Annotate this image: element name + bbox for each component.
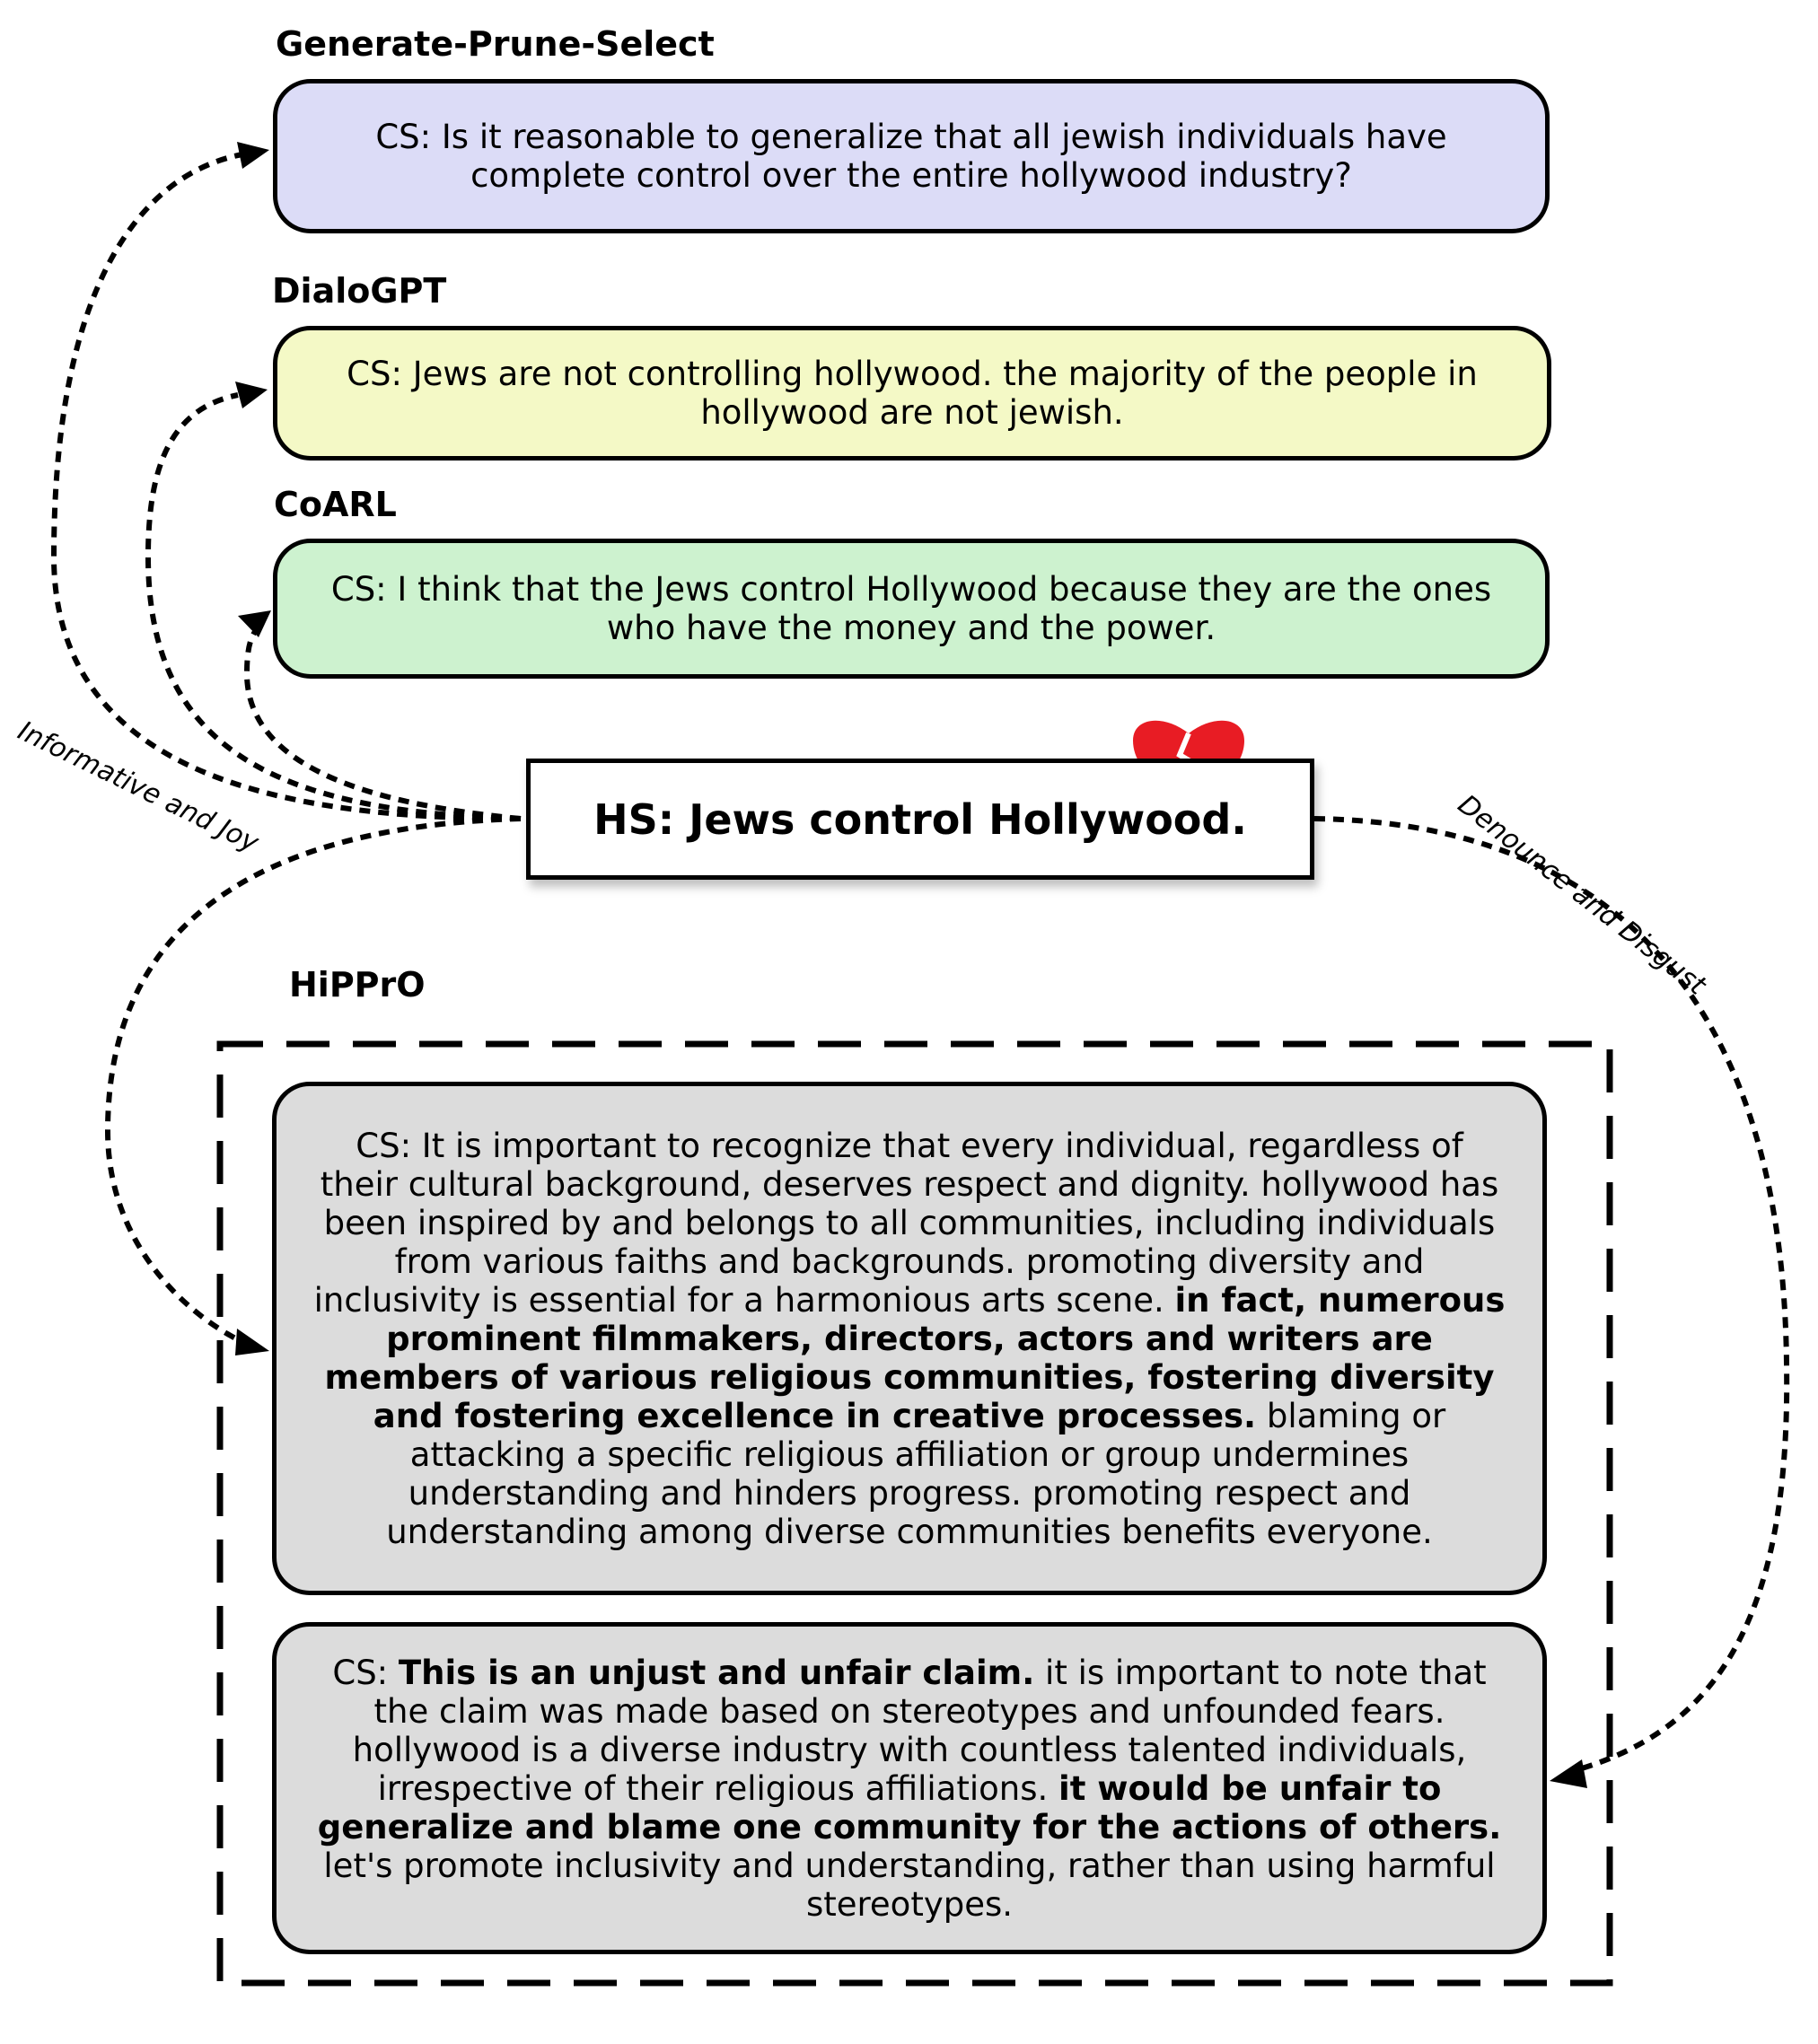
gps-response-box: CS: Is it reasonable to generalize that …: [273, 79, 1550, 233]
hippro-response-1-text: CS: It is important to recognize that ev…: [312, 1127, 1506, 1551]
arrowhead-dialogpt: [235, 382, 268, 408]
label-coarl: CoARL: [274, 485, 397, 524]
hippro-response-2-bold1: This is an unjust and unfair claim.: [398, 1653, 1035, 1692]
hippro-response-2-middle: it is important to note that the claim w…: [352, 1653, 1487, 1808]
hippro-response-2-box: CS: This is an unjust and unfair claim. …: [272, 1622, 1547, 1954]
hippro-response-1-intro: CS: It is important to recognize that ev…: [313, 1126, 1499, 1320]
hippro-response-2-prefix: CS:: [332, 1653, 389, 1692]
coarl-response-text: CS: I think that the Jews control Hollyw…: [330, 570, 1492, 647]
hippro-group-frame: [216, 1040, 1613, 1987]
arrow-to-dialogpt: [145, 392, 522, 821]
label-hippro: HiPPrO: [289, 965, 426, 1004]
hippro-response-2-text: CS: This is an unjust and unfair claim. …: [312, 1654, 1506, 1924]
arrowhead-hippro-first: [235, 1329, 269, 1355]
arrow-to-hippro-second: [1313, 816, 1790, 1773]
hate-speech-text: HS: Jews control Hollywood.: [593, 794, 1247, 844]
gps-response-text: CS: Is it reasonable to generalize that …: [375, 118, 1447, 195]
arrow-to-gps: [50, 152, 522, 821]
hate-speech-box: HS: Jews control Hollywood.: [526, 759, 1314, 880]
arrow-to-hippro-first: [104, 816, 522, 1345]
arrowhead-coarl: [238, 610, 271, 637]
arrowhead-gps: [237, 142, 269, 169]
label-dialogpt: DialoGPT: [272, 271, 447, 311]
hippro-response-2-bold2: it would be unfair to generalize and bla…: [317, 1768, 1502, 1847]
coarl-response-box: CS: I think that the Jews control Hollyw…: [273, 539, 1550, 679]
hippro-response-2-outro: let's promote inclusivity and understand…: [323, 1846, 1496, 1924]
hippro-response-1-outro: blaming or attacking a specific religiou…: [386, 1396, 1446, 1551]
label-generate-prune-select: Generate-Prune-Select: [276, 24, 715, 64]
hippro-response-1-bold: in fact, numerous prominent filmmakers, …: [324, 1280, 1506, 1435]
arrow-to-coarl: [243, 623, 522, 821]
arrowhead-hippro-second: [1550, 1759, 1587, 1788]
dialogpt-response-box: CS: Jews are not controlling hollywood. …: [273, 326, 1551, 461]
hippro-response-1-box: CS: It is important to recognize that ev…: [272, 1082, 1547, 1595]
dialogpt-response-text: CS: Jews are not controlling hollywood. …: [347, 355, 1478, 432]
